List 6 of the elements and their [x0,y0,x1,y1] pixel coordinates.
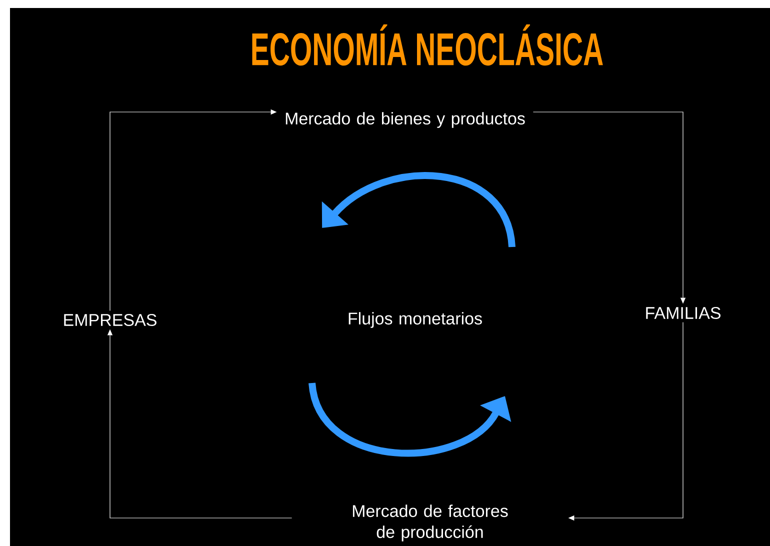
node-label: Mercado de factores de producción [352,504,508,542]
node-label: Mercado de bienes y productos [286,112,525,128]
node-label: FAMILIAS [646,306,720,320]
node-label: EMPRESAS [64,314,156,326]
title: ECONOMÍA NEOCLÁSICA [252,24,603,66]
node-label: Flujos monetarios [348,312,482,328]
